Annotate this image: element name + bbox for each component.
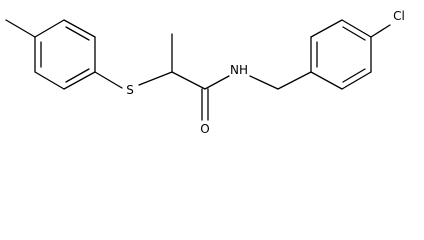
bond (171, 71, 206, 90)
oxygen-atom-label: O (200, 122, 209, 136)
bond (94, 71, 123, 89)
bond (341, 19, 372, 38)
tolyl-ring (34, 19, 96, 90)
bond (63, 71, 96, 90)
molecule-structure: S O NH Cl (5, 9, 405, 136)
chlorine-atom-label: Cl (393, 9, 405, 23)
bond (310, 19, 343, 38)
double-bond (65, 68, 90, 83)
bond (204, 75, 230, 90)
bond (341, 71, 372, 90)
nh-atom-label: NH (230, 63, 248, 77)
bond (63, 19, 96, 38)
bond (277, 71, 312, 90)
double-bond (342, 68, 366, 83)
bond (34, 19, 65, 38)
bond (310, 71, 343, 90)
bond (138, 71, 173, 86)
double-bond (65, 26, 90, 41)
bond (249, 75, 279, 90)
sulfur-atom-label: S (126, 83, 134, 97)
bond (370, 24, 391, 38)
double-bond (342, 26, 366, 41)
chlorophenyl-ring (310, 19, 372, 90)
methyl-bond (5, 19, 36, 38)
bond (34, 71, 65, 90)
